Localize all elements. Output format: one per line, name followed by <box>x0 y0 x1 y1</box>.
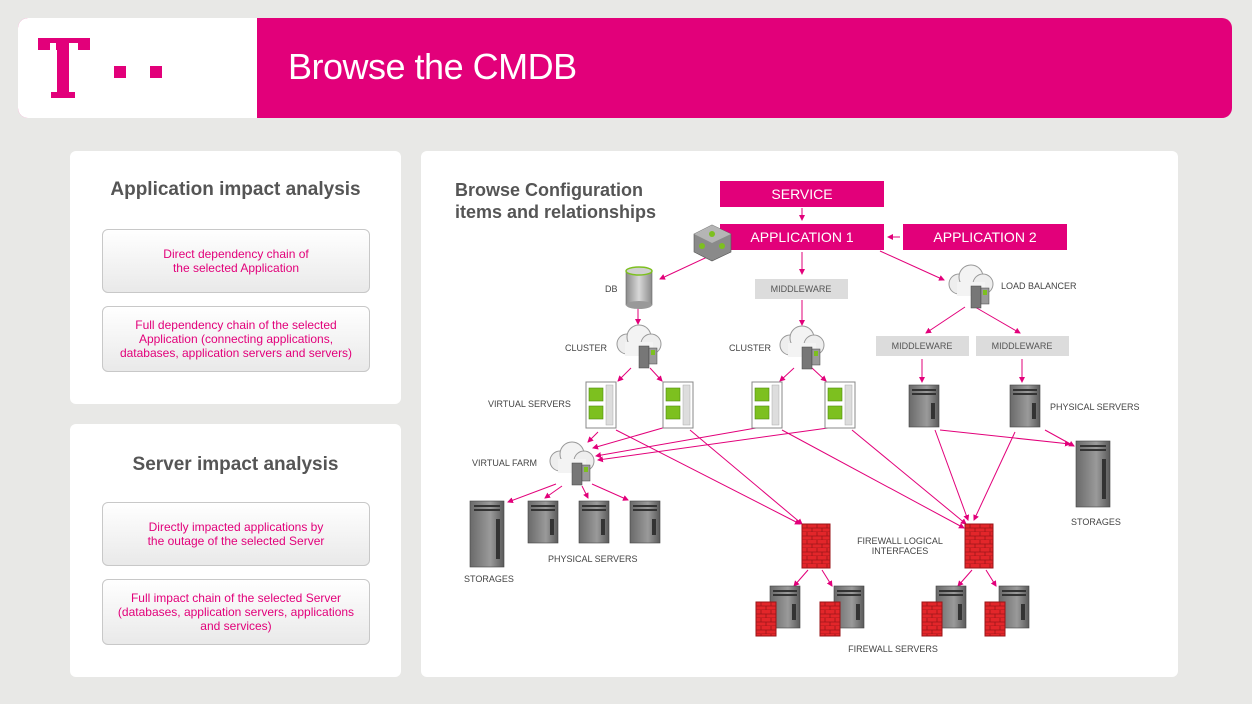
database-icon[interactable] <box>625 266 653 309</box>
firewall-logical-label: FIREWALL LOGICAL <box>857 536 943 546</box>
page-title: Browse the CMDB <box>288 46 577 87</box>
application-2-box[interactable] <box>903 224 1067 250</box>
firewall-server-icon[interactable] <box>985 586 1029 636</box>
diagram-panel: Browse Configuration items and relations… <box>421 151 1178 677</box>
cluster-label: CLUSTER <box>729 343 772 353</box>
firewall-interfaces-label: INTERFACES <box>872 546 929 556</box>
physical-servers-label: PHYSICAL SERVERS <box>1050 402 1140 412</box>
server-impact-panel: Server impact analysis Directly impacted… <box>70 424 401 677</box>
virtual-server-icon[interactable] <box>751 381 783 429</box>
cluster-label: CLUSTER <box>565 343 608 353</box>
application-impact-title: Application impact analysis <box>110 179 361 200</box>
middleware-label: MIDDLEWARE <box>992 341 1053 351</box>
storage-icon[interactable] <box>1075 440 1111 508</box>
virtual-servers-label: VIRTUAL SERVERS <box>488 399 571 409</box>
full-impact-chain-card[interactable]: Full impact chain of the selected Server… <box>102 579 370 645</box>
directly-impacted-card[interactable]: Directly impacted applications by the ou… <box>102 502 370 566</box>
middleware-box[interactable] <box>755 279 848 299</box>
physical-servers-label: PHYSICAL SERVERS <box>548 554 638 564</box>
header-banner: Browse the CMDB <box>18 18 1232 118</box>
cluster-icon[interactable] <box>779 325 825 370</box>
physical-server-icon[interactable] <box>1009 384 1041 428</box>
physical-server-icon[interactable] <box>908 384 940 428</box>
application-1-box[interactable] <box>720 224 884 250</box>
cmdb-diagram: SERVICE APPLICATION 1 APPLICATION 2 DB M… <box>464 181 1140 654</box>
cluster-icon[interactable] <box>616 324 662 369</box>
firewall-server-icon[interactable] <box>756 586 800 636</box>
service-box-label: SERVICE <box>771 186 832 202</box>
application-cube-icon <box>693 224 732 262</box>
virtual-server-icon[interactable] <box>585 381 617 429</box>
application-1-label: APPLICATION 1 <box>750 229 853 245</box>
service-box[interactable] <box>720 181 884 207</box>
diagram-title: Browse Configuration items and relations… <box>455 180 657 222</box>
application-impact-panel: Application impact analysis Direct depen… <box>70 151 401 404</box>
server-impact-title: Server impact analysis <box>132 454 339 475</box>
physical-server-icon[interactable] <box>578 500 610 544</box>
load-balancer-icon[interactable] <box>948 264 994 309</box>
logo-area <box>18 18 257 118</box>
physical-server-icon[interactable] <box>629 500 661 544</box>
storage-icon[interactable] <box>469 500 505 568</box>
full-dependency-card[interactable]: Full dependency chain of the selected Ap… <box>102 306 370 372</box>
firewall-icon[interactable] <box>801 523 831 569</box>
storages-label: STORAGES <box>464 574 514 584</box>
middleware-box[interactable] <box>876 336 969 356</box>
firewall-server-icon[interactable] <box>922 586 966 636</box>
middleware-label: MIDDLEWARE <box>892 341 953 351</box>
middleware-box[interactable] <box>976 336 1069 356</box>
virtual-farm-icon[interactable] <box>549 441 595 486</box>
middleware-label: MIDDLEWARE <box>771 284 832 294</box>
direct-dependency-card[interactable]: Direct dependency chain of the selected … <box>102 229 370 293</box>
load-balancer-label: LOAD BALANCER <box>1001 281 1077 291</box>
connection-lines <box>507 208 1075 587</box>
telekom-logo-icon <box>38 38 162 98</box>
firewall-icon[interactable] <box>964 523 994 569</box>
firewall-server-icon[interactable] <box>820 586 864 636</box>
storages-label: STORAGES <box>1071 517 1121 527</box>
virtual-farm-label: VIRTUAL FARM <box>472 458 537 468</box>
physical-server-icon[interactable] <box>527 500 559 544</box>
application-2-label: APPLICATION 2 <box>933 229 1036 245</box>
virtual-server-icon[interactable] <box>824 381 856 429</box>
virtual-server-icon[interactable] <box>662 381 694 429</box>
db-label: DB <box>605 284 618 294</box>
firewall-servers-label: FIREWALL SERVERS <box>848 644 938 654</box>
